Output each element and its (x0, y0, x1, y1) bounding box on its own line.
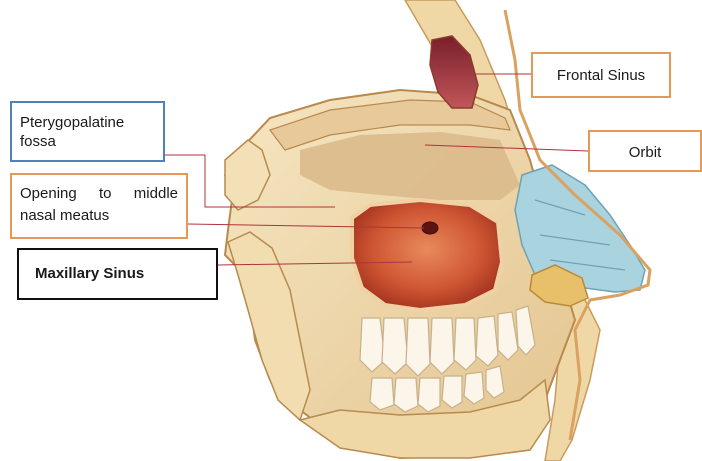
nasal-cartilage (515, 165, 645, 292)
ostium-opening (422, 222, 438, 234)
label-orbit: Orbit (588, 130, 702, 172)
label-frontal-sinus: Frontal Sinus (531, 52, 671, 98)
maxillary-sinus-cavity (352, 200, 502, 310)
label-opening-middle-meatus: Opening to middle nasal meatus (10, 173, 188, 239)
label-pterygopalatine-fossa: Pterygopalatine fossa (10, 101, 165, 162)
orbit-cavity (300, 132, 520, 200)
label-maxillary-sinus: Maxillary Sinus (17, 248, 218, 300)
